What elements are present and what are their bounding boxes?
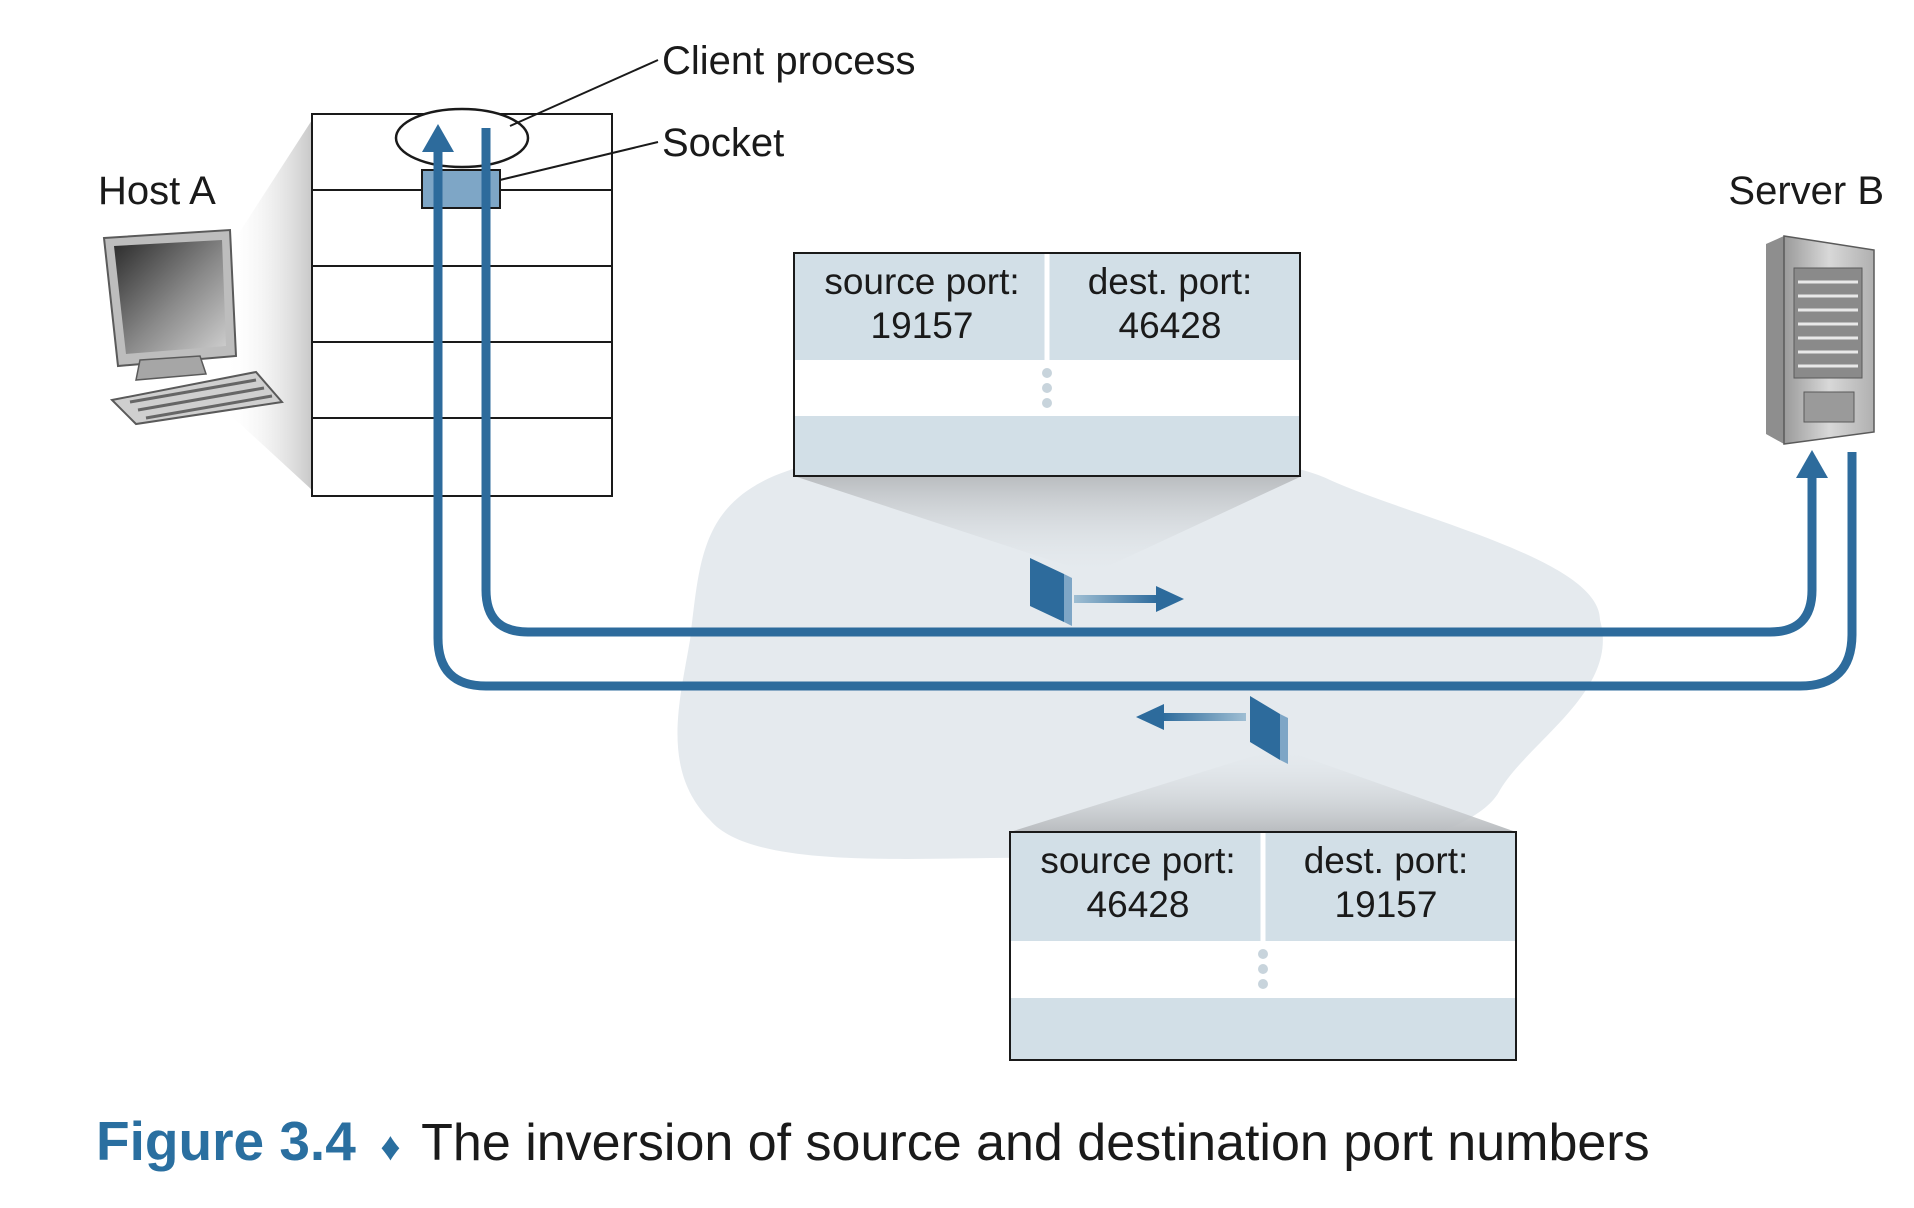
figure-caption: Figure 3.4 ♦ The inversion of source and… — [96, 1110, 1650, 1172]
outgoing-path — [481, 128, 1817, 637]
client-process-leader — [509, 59, 659, 127]
incoming-dest-label: dest. port: — [1304, 840, 1469, 881]
socket-leader — [499, 141, 659, 181]
outgoing-dest-value: 46428 — [1119, 305, 1222, 346]
outgoing-source-label: source port: — [824, 261, 1019, 302]
client-process-ellipse — [394, 107, 530, 169]
client-process-label: Client process — [662, 39, 915, 83]
network-cloud — [677, 444, 1603, 867]
outgoing-source-value: 19157 — [871, 305, 974, 346]
outgoing-packet — [1030, 558, 1072, 626]
host-a-computer-icon — [102, 228, 284, 426]
outgoing-segment — [793, 252, 1301, 477]
incoming-source-value: 46428 — [1087, 884, 1190, 925]
incoming-direction-arrow — [1136, 704, 1246, 730]
caption-separator: ♦ — [380, 1125, 400, 1169]
incoming-segment-fan — [1010, 752, 1516, 832]
incoming-dest-value: 19157 — [1335, 884, 1438, 925]
incoming-arrowhead — [422, 124, 454, 152]
caption-text: The inversion of source and destination … — [421, 1114, 1649, 1172]
host-a-label: Host A — [98, 169, 216, 213]
server-b-label: Server B — [1728, 169, 1884, 213]
outgoing-segment-fan — [794, 476, 1302, 570]
server-b-icon — [1766, 235, 1875, 445]
host-stack-shadow — [225, 120, 312, 490]
figure-number: Figure 3.4 — [96, 1110, 356, 1172]
protocol-stack — [311, 113, 613, 497]
outgoing-dest-label: dest. port: — [1088, 261, 1253, 302]
incoming-packet — [1250, 696, 1288, 764]
outgoing-direction-arrow — [1074, 586, 1184, 612]
incoming-source-label: source port: — [1040, 840, 1235, 881]
incoming-segment — [1009, 831, 1517, 1061]
outgoing-arrowhead — [1796, 450, 1828, 478]
incoming-path — [433, 152, 1857, 691]
socket-label: Socket — [662, 121, 784, 165]
